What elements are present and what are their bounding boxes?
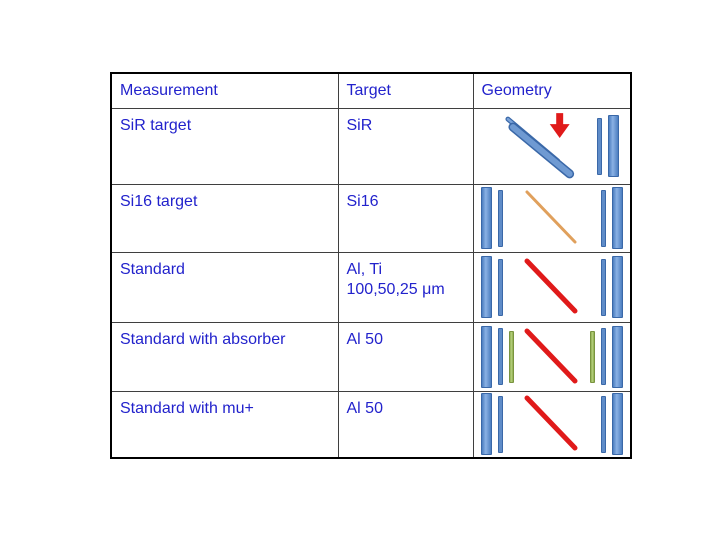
- bar-blue-thin: [597, 117, 602, 175]
- target-cell: Si16: [337, 183, 474, 253]
- detector-bar-group: [601, 393, 623, 456]
- bar-blue-thick: [612, 393, 623, 456]
- bar-blue-thin: [497, 328, 503, 385]
- measurement-cell: Si16 target: [110, 183, 339, 253]
- detector-bar-group: [480, 393, 503, 456]
- measurement-table: Measurement Target Geometry SiR target S…: [110, 72, 632, 459]
- tan-diagonal-line: [525, 190, 577, 244]
- bar-blue-thick: [480, 187, 492, 249]
- geometry-cell: [472, 107, 632, 185]
- red-diagonal-line: [524, 258, 578, 314]
- bar-blue-thick: [608, 115, 619, 177]
- header-row: Measurement Target Geometry: [110, 72, 632, 109]
- table-row: Si16 target Si16: [110, 183, 632, 253]
- geometry-cell: [472, 321, 632, 392]
- tilted-bar-pair-with-red-down-arrow: [504, 113, 574, 179]
- detector-bar-group: [480, 325, 514, 388]
- measurement-cell: Standard with absorber: [110, 321, 339, 392]
- bar-blue-thick: [480, 256, 492, 318]
- bar-blue-thick: [480, 393, 492, 456]
- bar-blue-thin: [601, 258, 606, 316]
- bar-blue-thin: [497, 189, 503, 247]
- detector-bar-group: [601, 187, 623, 249]
- column-header-target: Target: [337, 72, 474, 109]
- bar-blue-thin: [497, 395, 503, 453]
- bar-blue-thin: [601, 395, 606, 453]
- bar-blue-thin: [497, 258, 503, 316]
- bar-blue-thick: [612, 187, 623, 249]
- table-row: Standard with mu+ Al 50: [110, 390, 632, 459]
- column-header-geometry: Geometry: [472, 72, 632, 109]
- detector-bar-group: [597, 115, 619, 177]
- target-cell: Al, Ti 100,50,25 μm: [337, 251, 474, 323]
- bar-blue-thick: [612, 325, 623, 388]
- bar-blue-thick: [480, 325, 492, 388]
- bar-blue-thin: [601, 189, 606, 247]
- table-row: Standard with absorber Al 50: [110, 321, 632, 392]
- table-row: SiR target SiR: [110, 107, 632, 185]
- detector-bar-group: [480, 256, 503, 318]
- red-down-arrow-icon: [549, 113, 570, 139]
- red-diagonal-line: [524, 328, 578, 383]
- target-cell: SiR: [337, 107, 474, 185]
- detector-bar-group: [480, 187, 503, 249]
- column-header-measurement: Measurement: [110, 72, 339, 109]
- measurement-cell: SiR target: [110, 107, 339, 185]
- bar-blue-thick: [612, 256, 623, 318]
- target-cell: Al 50: [337, 390, 474, 459]
- bar-green: [508, 330, 514, 383]
- geometry-cell: [472, 251, 632, 323]
- detector-bar-group: [590, 325, 623, 388]
- target-cell: Al 50: [337, 321, 474, 392]
- measurement-cell: Standard: [110, 251, 339, 323]
- target-line-1: Al, Ti: [346, 260, 383, 278]
- target-line-2: 100,50,25 μm: [346, 280, 445, 298]
- bar-blue-thin: [601, 328, 606, 385]
- detector-bar-group: [601, 256, 623, 318]
- table-row: Standard Al, Ti 100,50,25 μm: [110, 251, 632, 323]
- measurement-cell: Standard with mu+: [110, 390, 339, 459]
- geometry-cell: [472, 390, 632, 459]
- bar-green: [590, 330, 595, 383]
- red-diagonal-line: [524, 395, 578, 451]
- geometry-cell: [472, 183, 632, 253]
